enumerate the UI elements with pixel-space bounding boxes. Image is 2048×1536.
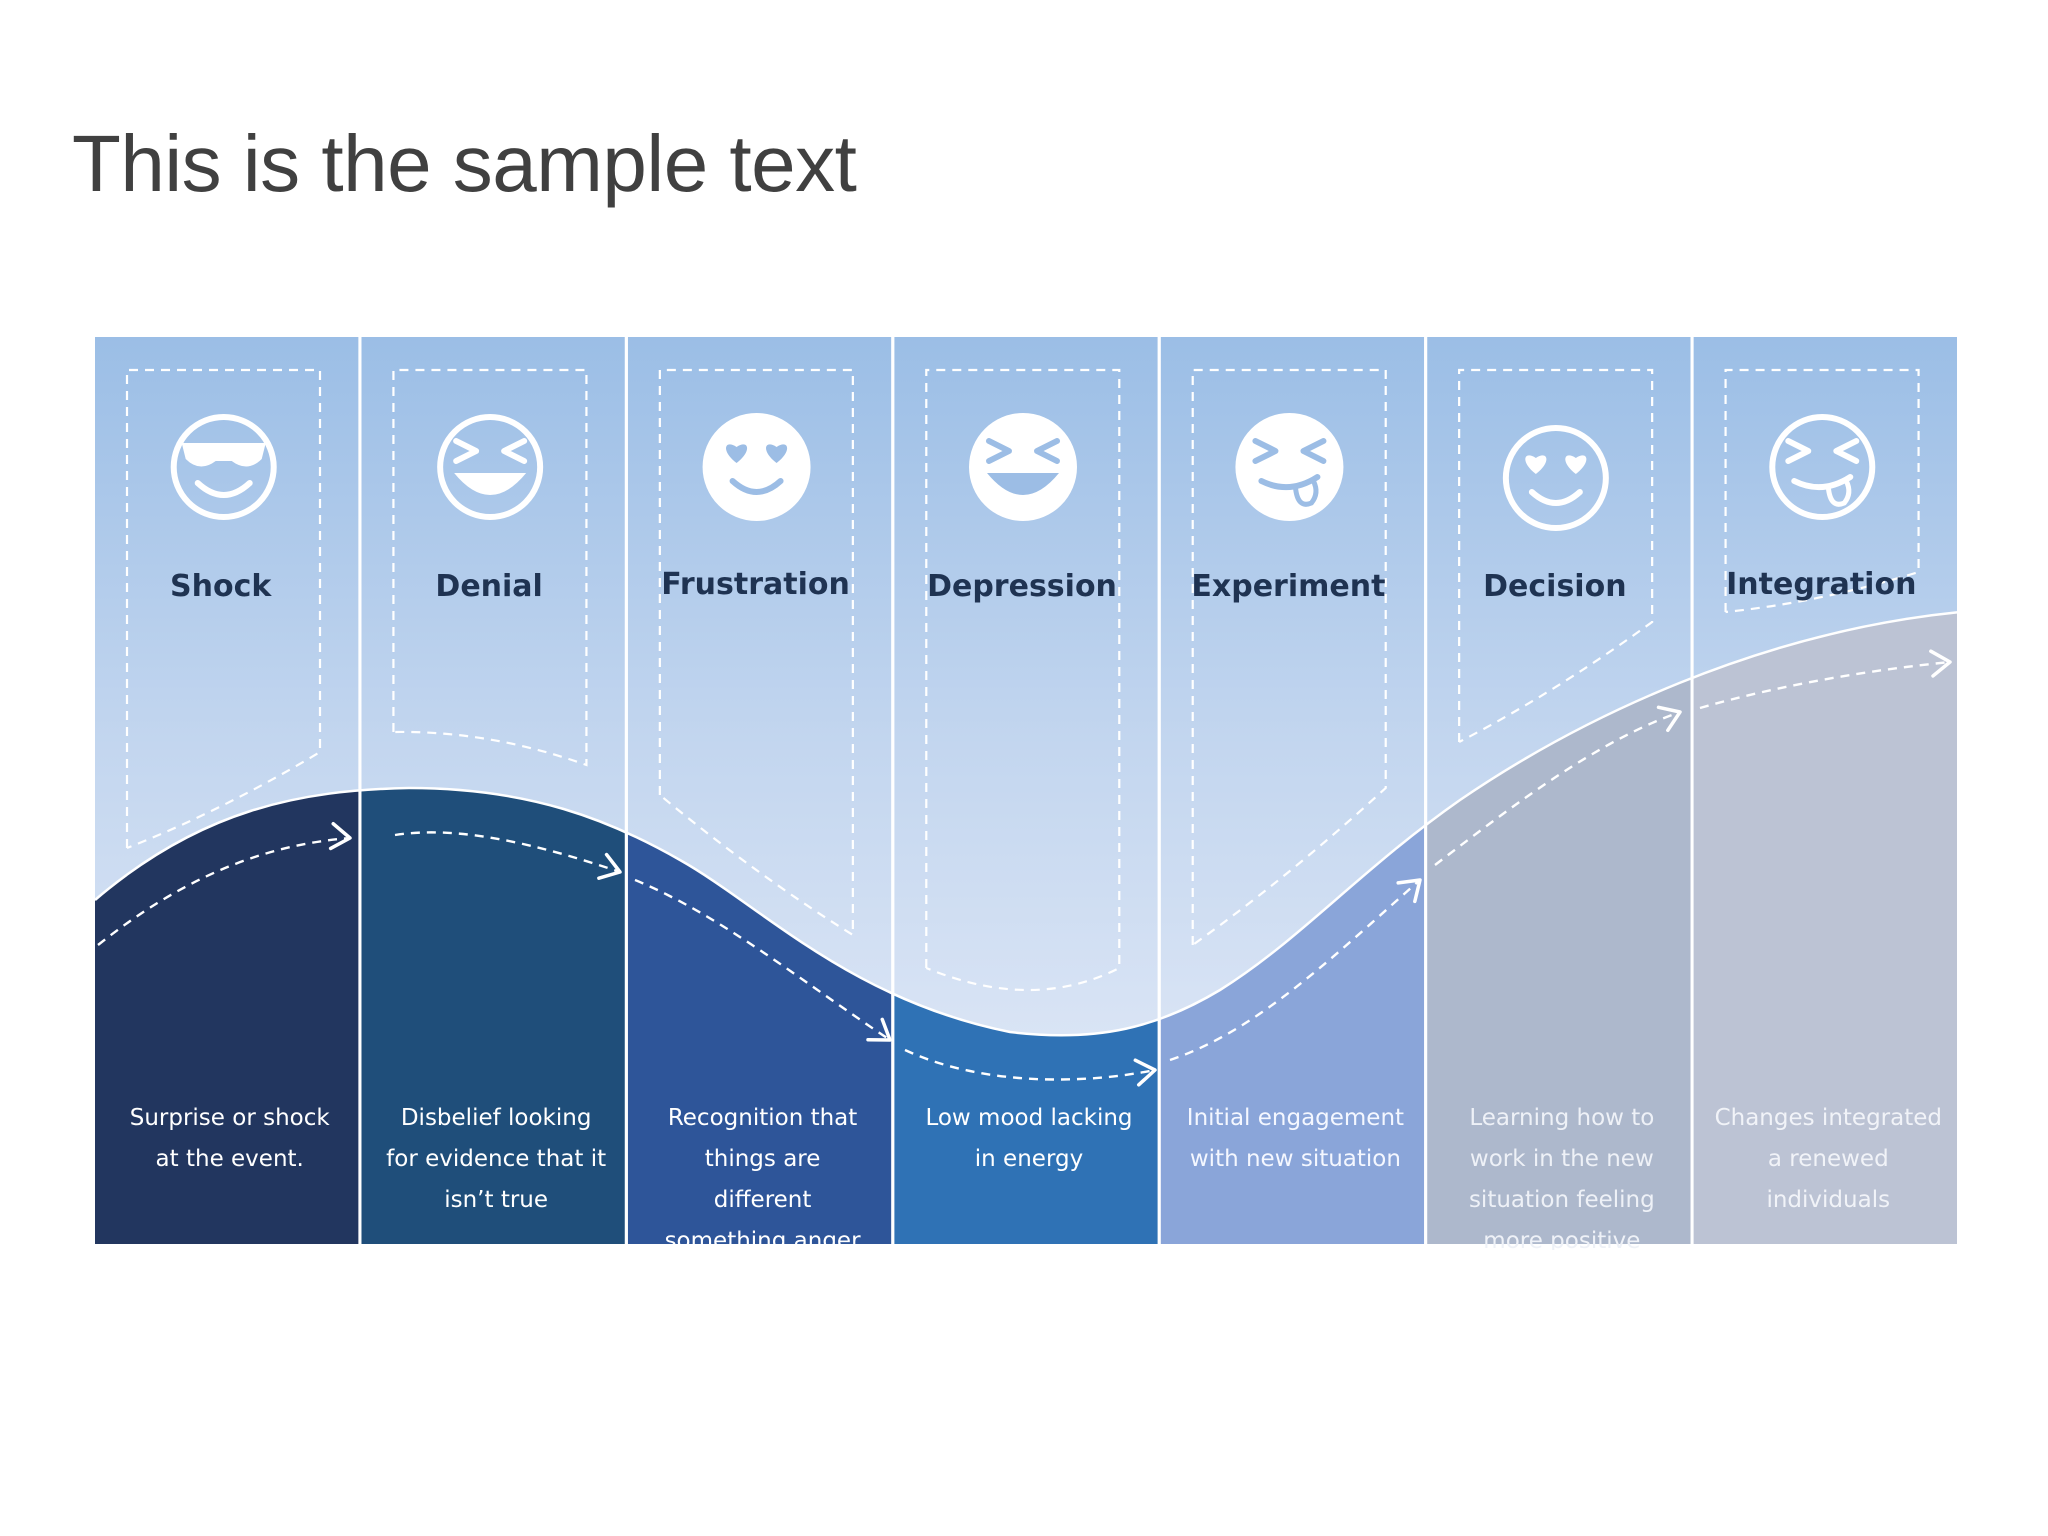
arrow-head-icon (1396, 878, 1422, 904)
stage-description-line: in energy (975, 1146, 1083, 1172)
stage-banner-shock (125, 368, 322, 850)
stage-name: Integration (1726, 567, 1916, 602)
stage-description-line: situation feeling (1469, 1187, 1655, 1213)
stage-description-line: more positive (1483, 1228, 1640, 1254)
stage-description-line: Recognition that (668, 1105, 857, 1131)
arrow-head-icon (1929, 649, 1952, 678)
sunglasses-smiley-icon (170, 414, 277, 520)
stage-description-line: isn’t true (444, 1187, 548, 1213)
grinning-squint-icon (437, 414, 544, 520)
arrow-head-icon (1656, 705, 1682, 733)
stage-description-line: for evidence that it (386, 1146, 606, 1172)
stage-description-line: something anger (665, 1228, 862, 1254)
stage-description-line: Initial engagement (1187, 1105, 1404, 1131)
stage-description-line: Changes integrated (1715, 1105, 1942, 1131)
stage-name: Denial (435, 569, 542, 604)
stage-banner-frustration (658, 368, 854, 937)
stage-name: Decision (1483, 569, 1626, 604)
arrow-head-icon (866, 1017, 892, 1042)
arrow-head-icon (597, 852, 622, 880)
flow-arrow-5 (1169, 879, 1421, 1062)
stage-description-line: Low mood lacking (925, 1105, 1132, 1131)
tongue-out-squint-icon (1235, 413, 1344, 521)
flow-arrow-2 (394, 831, 621, 874)
stage-description-line: Learning how to (1469, 1105, 1654, 1131)
stage-name: Shock (170, 569, 272, 604)
stage-name: Frustration (661, 567, 850, 602)
heart-eyes-smiley-icon (1502, 425, 1609, 531)
stage-description-line: work in the new (1470, 1146, 1654, 1172)
page-title: This is the sample text (72, 119, 857, 208)
flow-arrow-3 (634, 878, 891, 1041)
stage-base-integration (1693, 612, 1957, 1244)
tongue-out-squint-icon (1769, 414, 1876, 520)
stage-banner-depression (925, 368, 1121, 992)
stage-description-line: Disbelief looking (401, 1105, 592, 1131)
stage-banner-integration (1724, 368, 1920, 614)
heart-eyes-smiley-icon (702, 413, 811, 521)
stage-name: Experiment (1191, 569, 1385, 604)
stage-description-line: at the event. (156, 1146, 304, 1172)
grinning-squint-icon (969, 413, 1077, 521)
stage-description-line: different (714, 1187, 812, 1213)
stage-description-line: things are (705, 1146, 821, 1172)
stage-description-line: a renewed (1768, 1146, 1889, 1172)
stage-banner-decision (1458, 368, 1654, 743)
stage-description-line: Surprise or shock (130, 1105, 331, 1131)
stage-banner-denial (392, 368, 588, 767)
arrow-head-icon (1133, 1058, 1157, 1087)
stage-banner-experiment (1191, 368, 1387, 946)
wave-curve-outline (94, 610, 1961, 1037)
stage-name: Depression (927, 569, 1117, 604)
stage-description-line: individuals (1766, 1187, 1890, 1213)
stage-description-line: with new situation (1190, 1146, 1401, 1172)
arrow-head-icon (328, 821, 352, 851)
flow-arrow-1 (97, 836, 351, 946)
flow-arrow-7 (1699, 660, 1951, 710)
flow-arrow-6 (1434, 710, 1681, 866)
flow-arrow-4 (904, 1048, 1156, 1081)
